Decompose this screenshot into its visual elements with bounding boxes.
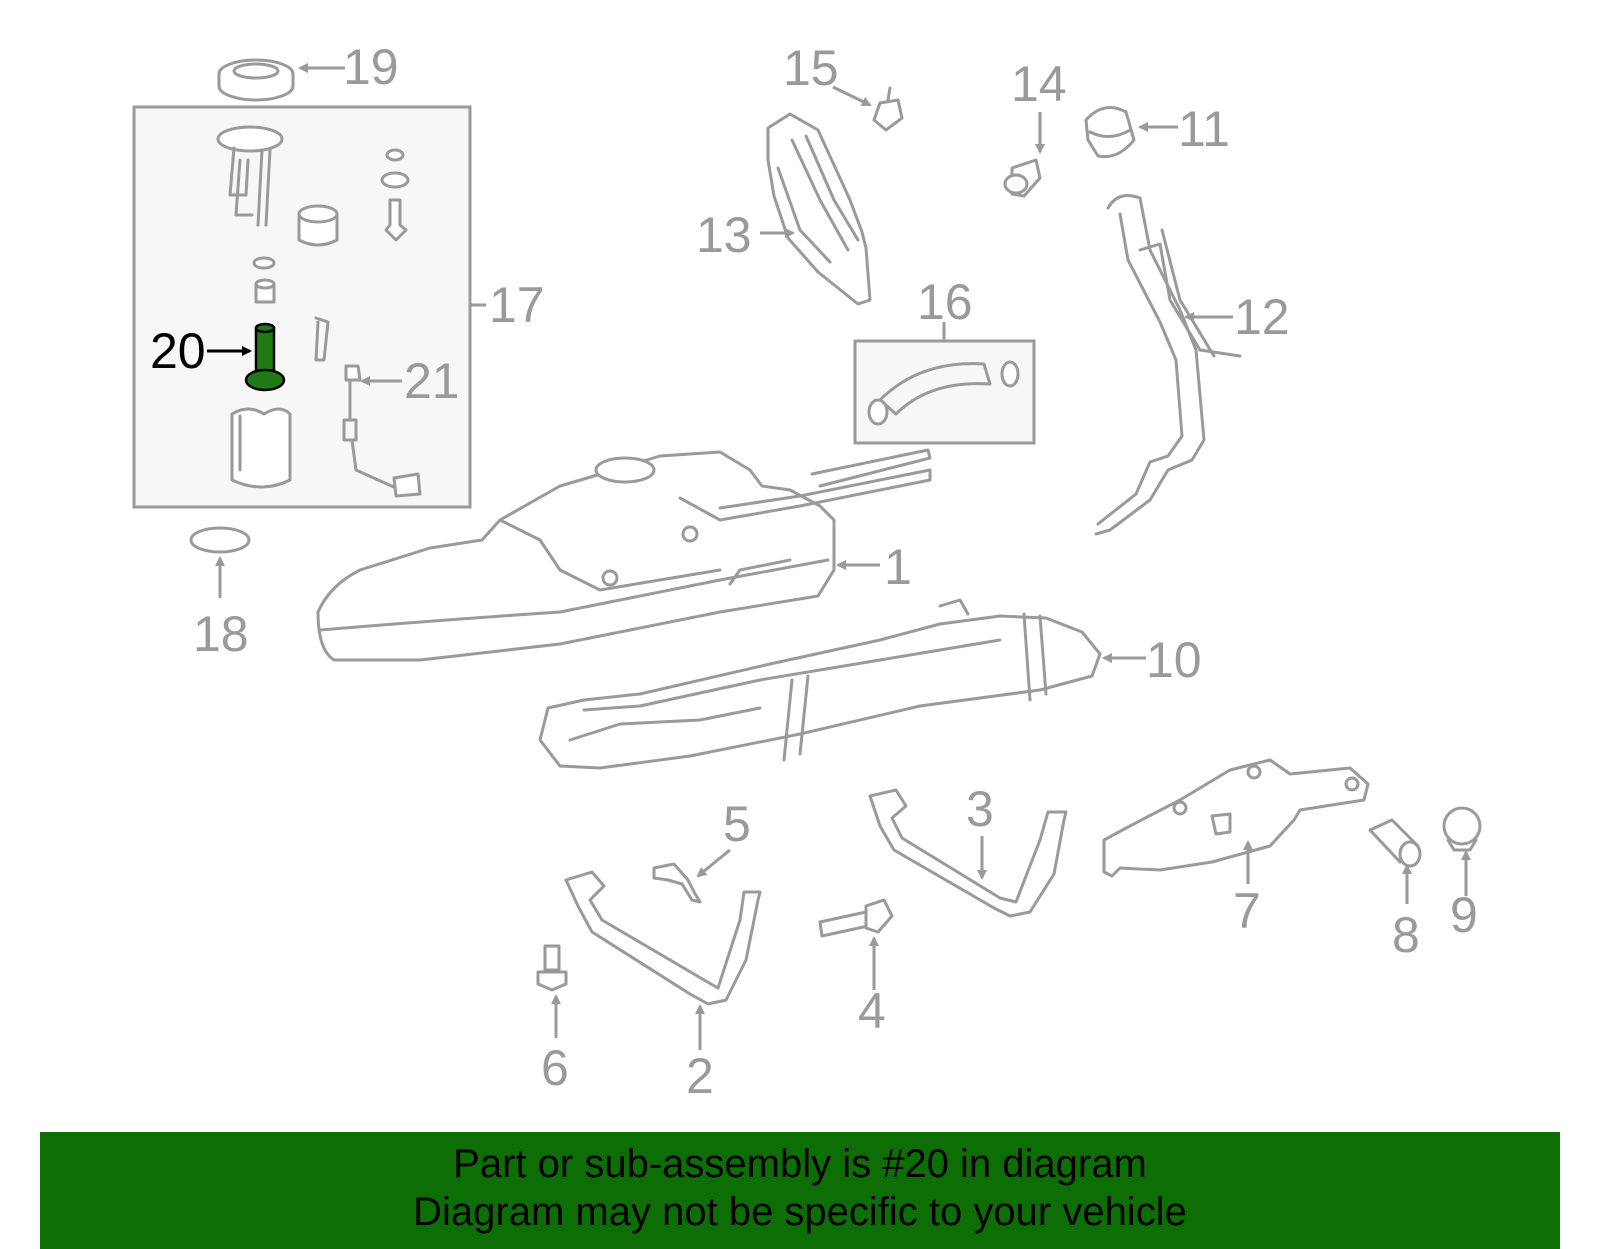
part-13-heat-shield[interactable] xyxy=(766,112,872,306)
part-9-grommet[interactable] xyxy=(1442,806,1482,852)
callout-14[interactable]: 14 xyxy=(1011,56,1067,112)
filter-cap xyxy=(297,204,339,247)
callout-11[interactable]: 11 xyxy=(1178,101,1230,157)
part-18-gasket[interactable] xyxy=(189,526,251,554)
callout-20[interactable]: 20 xyxy=(150,323,206,379)
callout-6[interactable]: 6 xyxy=(541,1040,569,1096)
callout-17[interactable]: 17 xyxy=(489,277,545,333)
callout-12[interactable]: 12 xyxy=(1234,289,1290,345)
part-8-sleeve[interactable] xyxy=(1368,818,1422,868)
info-banner: Part or sub-assembly is #20 in diagram D… xyxy=(40,1132,1560,1249)
callout-7[interactable]: 7 xyxy=(1233,883,1261,939)
part-11-fuel-cap[interactable] xyxy=(1084,106,1136,159)
callout-19[interactable]: 19 xyxy=(343,39,399,95)
pump-canister xyxy=(230,407,292,489)
part-17-assembly-box[interactable] xyxy=(132,105,472,509)
leader-5 xyxy=(696,848,731,878)
pump-bracket xyxy=(216,125,284,227)
callout-5[interactable]: 5 xyxy=(723,796,751,852)
callout-16[interactable]: 16 xyxy=(917,274,973,330)
callout-21[interactable]: 21 xyxy=(404,353,460,409)
callout-3[interactable]: 3 xyxy=(966,781,994,837)
banner-line-1: Part or sub-assembly is #20 in diagram xyxy=(453,1142,1147,1186)
part-3-tank-strap[interactable] xyxy=(868,788,1068,918)
callout-9[interactable]: 9 xyxy=(1450,887,1478,943)
callout-13[interactable]: 13 xyxy=(696,207,752,263)
callout-2[interactable]: 2 xyxy=(686,1048,714,1104)
callout-1[interactable]: 1 xyxy=(884,539,912,595)
callout-10[interactable]: 10 xyxy=(1146,632,1202,688)
part-7-bracket[interactable] xyxy=(1102,758,1370,878)
part-2-tank-strap[interactable] xyxy=(564,870,762,1006)
part-4-bolt[interactable] xyxy=(818,898,894,938)
vent-hose xyxy=(867,360,1020,426)
part-1-fuel-tank[interactable] xyxy=(316,448,932,662)
callout-4[interactable]: 4 xyxy=(858,983,886,1039)
sensor-wire xyxy=(314,316,422,498)
part-19-lock-ring[interactable] xyxy=(217,58,295,102)
callout-18[interactable]: 18 xyxy=(193,606,249,662)
small-seal xyxy=(252,256,276,304)
part-10-tank-protector[interactable] xyxy=(538,598,1102,770)
part-16-hose-box[interactable] xyxy=(853,339,1036,445)
part-15-clip[interactable] xyxy=(872,86,904,132)
small-o-rings xyxy=(380,148,410,242)
part-12-filler-pipe[interactable] xyxy=(1094,194,1242,536)
part-20-fuel-filter-highlighted[interactable] xyxy=(244,322,286,392)
leader-15 xyxy=(832,85,872,107)
callout-8[interactable]: 8 xyxy=(1392,907,1420,963)
banner-line-2: Diagram may not be specific to your vehi… xyxy=(413,1190,1187,1234)
callout-15[interactable]: 15 xyxy=(783,40,839,96)
part-6-bolt[interactable] xyxy=(536,944,568,992)
part-14-grommet[interactable] xyxy=(1003,158,1042,198)
part-5-clip[interactable] xyxy=(652,862,702,904)
